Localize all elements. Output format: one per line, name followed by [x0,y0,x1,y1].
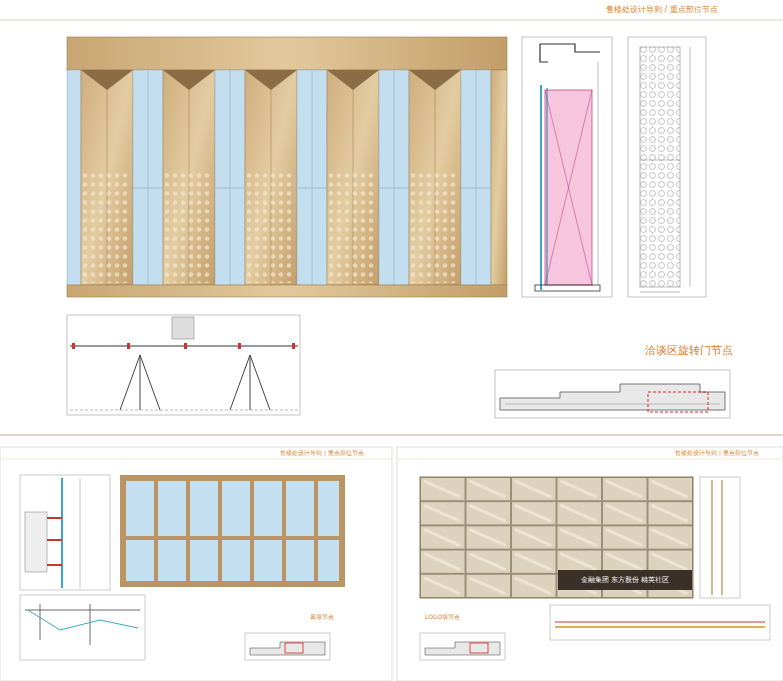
sheet-label: 售楼处设计导则 | 重点部位节点 [280,450,364,457]
sheet-label: LOGO墙节点 [425,614,460,621]
sheet-label: 售楼处设计导则 / 重点部位节点 [606,6,718,15]
sign-plate: 金融集团 东方股份 精英社区 [558,570,692,590]
sign-text: 金融集团 东方股份 精英社区 [581,575,669,585]
sheet-label: 幕墙节点 [310,614,334,621]
sheet-label: 售楼处设计导则 | 重点部位节点 [675,450,759,457]
sheet-label: 洽谈区旋转门节点 [645,345,733,357]
